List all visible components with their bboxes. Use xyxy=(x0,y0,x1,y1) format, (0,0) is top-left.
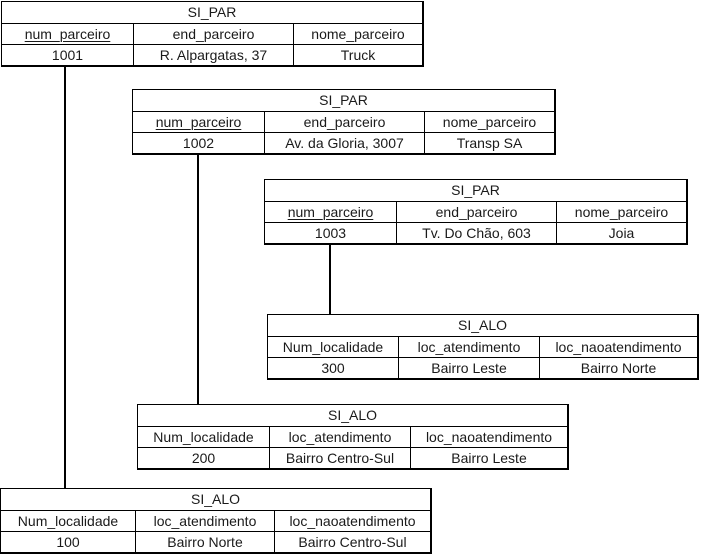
cell-end-parceiro: Tv. Do Chão, 603 xyxy=(397,223,557,243)
col-loc-naoatendimento: loc_naoatendimento xyxy=(425,429,553,445)
col-loc-naoatendimento: loc_naoatendimento xyxy=(289,513,416,529)
cell-end-parceiro: Av. da Gloria, 3007 xyxy=(265,133,425,153)
data-row: 300 Bairro Leste Bairro Norte xyxy=(268,358,697,378)
header-row: Num_localidade loc_atendimento loc_naoat… xyxy=(268,337,697,358)
cell-loc-atendimento: Bairro Norte xyxy=(136,532,275,552)
data-row: 1003 Tv. Do Chão, 603 Joia xyxy=(265,223,686,243)
col-num-parceiro: num_parceiro xyxy=(133,112,265,132)
cell-loc-naoatendimento: Bairro Norte xyxy=(580,360,657,376)
si-alo-table-300: SI_ALO Num_localidade loc_atendimento lo… xyxy=(267,314,699,380)
header-row: num_parceiro end_parceiro nome_parceiro xyxy=(133,112,554,133)
cell-loc-atendimento: Bairro Centro-Sul xyxy=(270,448,411,468)
cell-loc-naoatendimento: Bairro Centro-Sul xyxy=(298,534,407,550)
si-par-table-1002: SI_PAR num_parceiro end_parceiro nome_pa… xyxy=(132,89,556,155)
col-end-parceiro: end_parceiro xyxy=(134,24,294,44)
cell-end-parceiro: R. Alpargatas, 37 xyxy=(134,45,294,65)
cell-num-localidade: 200 xyxy=(138,448,270,468)
si-par-table-1003: SI_PAR num_parceiro end_parceiro nome_pa… xyxy=(264,179,688,245)
col-loc-atendimento: loc_atendimento xyxy=(136,511,275,531)
cell-loc-naoatendimento: Bairro Leste xyxy=(451,450,527,466)
data-row: 1002 Av. da Gloria, 3007 Transp SA xyxy=(133,133,554,153)
table-name: SI_PAR xyxy=(2,2,422,24)
data-row: 100 Bairro Norte Bairro Centro-Sul xyxy=(1,532,430,552)
col-num-localidade: Num_localidade xyxy=(1,511,136,531)
cell-nome-parceiro: Truck xyxy=(340,47,376,63)
cell-num-localidade: 100 xyxy=(1,532,136,552)
cell-num-parceiro: 1003 xyxy=(265,223,397,243)
col-loc-atendimento: loc_atendimento xyxy=(270,427,411,447)
connector-1002-200 xyxy=(197,151,199,405)
col-num-parceiro: num_parceiro xyxy=(2,24,134,44)
cell-loc-atendimento: Bairro Leste xyxy=(399,358,540,378)
si-par-table-1001: SI_PAR num_parceiro end_parceiro nome_pa… xyxy=(1,1,424,67)
col-nome-parceiro: nome_parceiro xyxy=(311,26,405,42)
connector-1001-100 xyxy=(64,63,66,489)
cell-nome-parceiro: Joia xyxy=(608,225,635,241)
header-row: num_parceiro end_parceiro nome_parceiro xyxy=(2,24,422,45)
data-row: 200 Bairro Centro-Sul Bairro Leste xyxy=(138,448,567,468)
col-nome-parceiro: nome_parceiro xyxy=(442,114,537,130)
header-row: num_parceiro end_parceiro nome_parceiro xyxy=(265,202,686,223)
header-row: Num_localidade loc_atendimento loc_naoat… xyxy=(138,427,567,448)
si-alo-table-100: SI_ALO Num_localidade loc_atendimento lo… xyxy=(0,488,432,554)
cell-nome-parceiro: Transp SA xyxy=(456,135,523,151)
col-num-localidade: Num_localidade xyxy=(138,427,270,447)
table-name: SI_PAR xyxy=(265,180,686,202)
col-nome-parceiro: nome_parceiro xyxy=(574,204,669,220)
data-row: 1001 R. Alpargatas, 37 Truck xyxy=(2,45,422,65)
col-end-parceiro: end_parceiro xyxy=(397,202,557,222)
table-name: SI_ALO xyxy=(268,315,697,337)
cell-num-parceiro: 1002 xyxy=(133,133,265,153)
table-name: SI_PAR xyxy=(133,90,554,112)
table-name: SI_ALO xyxy=(138,405,567,427)
cell-num-parceiro: 1001 xyxy=(2,45,134,65)
col-num-parceiro: num_parceiro xyxy=(265,202,397,222)
connector-1003-300 xyxy=(329,241,331,315)
col-loc-naoatendimento: loc_naoatendimento xyxy=(555,339,682,355)
col-loc-atendimento: loc_atendimento xyxy=(399,337,540,357)
col-end-parceiro: end_parceiro xyxy=(265,112,425,132)
cell-num-localidade: 300 xyxy=(268,358,399,378)
table-name: SI_ALO xyxy=(1,489,430,511)
col-num-localidade: Num_localidade xyxy=(268,337,399,357)
si-alo-table-200: SI_ALO Num_localidade loc_atendimento lo… xyxy=(137,404,569,470)
header-row: Num_localidade loc_atendimento loc_naoat… xyxy=(1,511,430,532)
